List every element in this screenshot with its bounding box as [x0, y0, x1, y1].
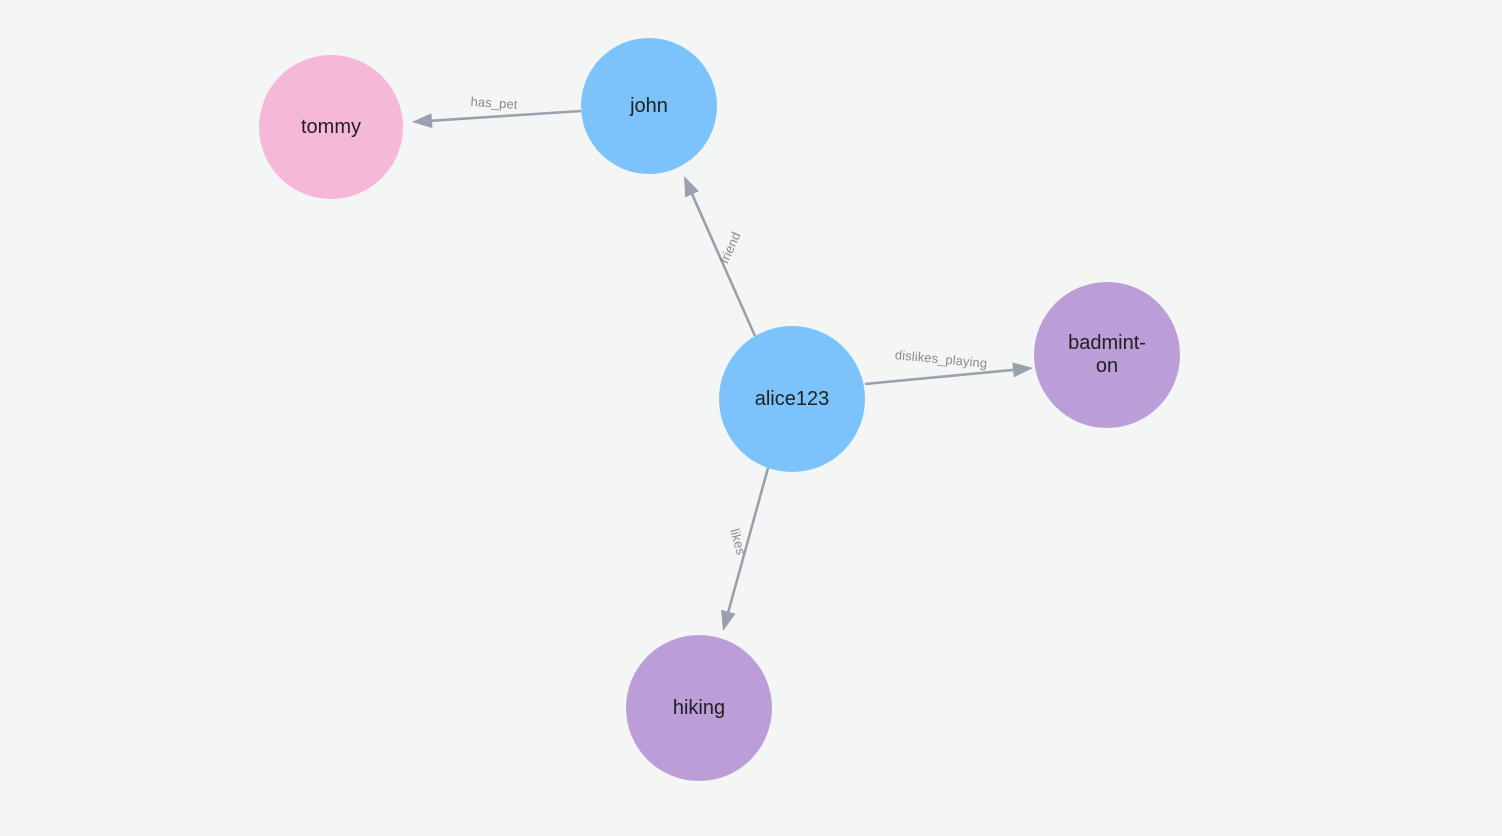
graph-node-badminton[interactable]: badmint-on [1034, 282, 1180, 428]
edge-line[interactable] [426, 109, 582, 123]
node-label-alice123: alice123 [754, 387, 830, 410]
edge-arrowhead [684, 176, 699, 198]
node-label-badminton: badmint-on [1068, 332, 1146, 377]
graph-node-tommy[interactable]: tommy [259, 55, 403, 199]
graph-node-john[interactable]: john [581, 38, 717, 174]
edge-line[interactable] [688, 189, 757, 337]
edge-label-alice123-john: friend [716, 229, 743, 265]
graph-node-alice123[interactable]: alice123 [719, 326, 865, 472]
edge-line[interactable] [725, 467, 770, 617]
graph-node-hiking[interactable]: hiking [626, 635, 772, 781]
edge-label-john-tommy: has_pet [470, 94, 518, 112]
edge-arrowhead [721, 609, 736, 631]
edge-arrowhead [1012, 362, 1033, 378]
edge-label-alice123-badminton: dislikes_playing [894, 347, 988, 371]
edge-line[interactable] [864, 368, 1019, 386]
node-label-tommy: tommy [301, 115, 361, 138]
node-label-hiking: hiking [672, 696, 726, 719]
edge-label-alice123-hiking: likes [727, 527, 749, 557]
node-label-john: john [630, 94, 668, 117]
edges-group [412, 109, 1033, 631]
edge-arrowhead [412, 113, 433, 129]
